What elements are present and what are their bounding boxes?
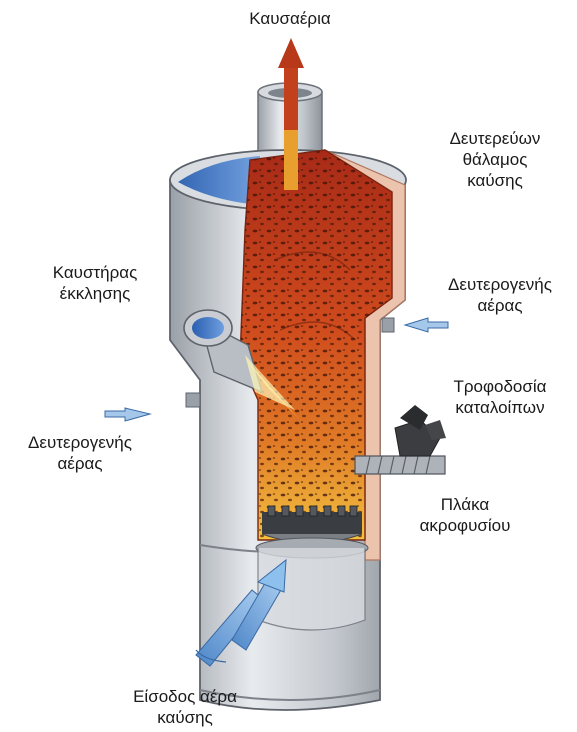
- label-secondary-air-right: Δευτερογενής αέρας: [430, 274, 570, 316]
- label-combustion-air-inlet: Είσοδος αέρα καύσης: [95, 686, 275, 728]
- label-secondary-air-left: Δευτερογενής αέρας: [5, 432, 155, 474]
- label-flue-gas: Καυσαέρια: [215, 8, 365, 29]
- label-waste-feed: Τροφοδοσία καταλοίπων: [430, 376, 570, 418]
- label-secondary-chamber: Δευτερεύων θάλαμος καύσης: [420, 128, 570, 191]
- label-ignition-burner: Καυστήρας έκκλησης: [20, 262, 170, 304]
- label-nozzle-plate: Πλάκα ακροφυσίου: [395, 494, 535, 536]
